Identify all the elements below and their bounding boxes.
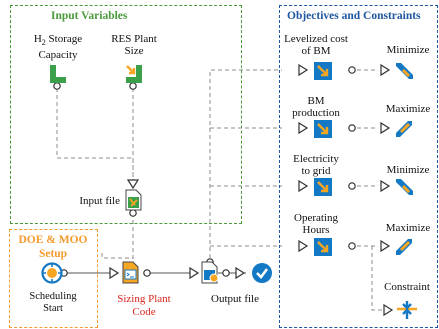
input-file-icon[interactable] xyxy=(123,189,143,211)
action-label-2: Maximize xyxy=(385,103,431,115)
port-obj4 xyxy=(348,242,356,250)
constraint-action-icon[interactable] xyxy=(395,298,419,322)
h2-storage-label: H2 Storage Capacity xyxy=(33,33,83,62)
objective-levelized-cost-label: Levelized cost of BM xyxy=(284,33,348,57)
objective-operating-hours-icon[interactable] xyxy=(313,237,333,257)
scheduling-start-label: Scheduling Start xyxy=(29,291,77,314)
objective-levelized-cost-icon[interactable] xyxy=(313,61,333,81)
port-sizing xyxy=(143,269,151,277)
port-obj1 xyxy=(348,66,356,74)
minimize-action-icon[interactable] xyxy=(393,60,415,82)
done-check-icon[interactable] xyxy=(251,262,273,284)
objective-bm-production-icon[interactable] xyxy=(313,119,333,139)
h2-storage-variable-icon[interactable] xyxy=(48,63,68,85)
port-output-right xyxy=(222,269,230,277)
input-variables-group xyxy=(10,5,242,224)
doe-moo-group xyxy=(9,229,98,328)
input-file-label: Input file xyxy=(79,195,120,207)
doe-moo-title-line2: Setup xyxy=(38,248,68,260)
objective-electricity-label: Electricity to grid xyxy=(293,153,339,177)
objective-electricity-icon[interactable] xyxy=(313,177,333,197)
port-obj3 xyxy=(348,182,356,190)
objectives-group xyxy=(279,5,438,328)
res-plant-size-label: RES Plant Size xyxy=(111,33,157,57)
output-file-label: Output file xyxy=(211,293,259,305)
doe-moo-title-line1: DOE & MOO xyxy=(18,234,88,246)
port-obj2 xyxy=(348,124,356,132)
objective-bm-production-label: BM production xyxy=(292,95,340,119)
maximize-action-icon-2[interactable] xyxy=(393,236,415,258)
action-label-1: Minimize xyxy=(386,44,430,56)
objectives-title: Objectives and Constraints xyxy=(287,10,421,22)
action-label-5: Constraint xyxy=(384,281,430,293)
doe-moo-title: DOE & MOO Setup xyxy=(9,233,97,261)
sizing-plant-code-label: Sizing Plant Code xyxy=(117,293,171,318)
input-variables-title: Input Variables xyxy=(51,10,128,22)
action-label-3: Minimize xyxy=(386,164,430,176)
res-plant-variable-icon[interactable] xyxy=(124,63,144,85)
objective-operating-hours-label: Operating Hours xyxy=(294,212,338,236)
minimize-action-icon-2[interactable] xyxy=(393,176,415,198)
maximize-action-icon[interactable] xyxy=(393,118,415,140)
scheduling-start-icon[interactable] xyxy=(40,261,64,285)
sizing-plant-code-icon[interactable] xyxy=(120,261,142,285)
action-label-4: Maximize xyxy=(385,222,431,234)
output-file-icon[interactable] xyxy=(199,261,221,285)
